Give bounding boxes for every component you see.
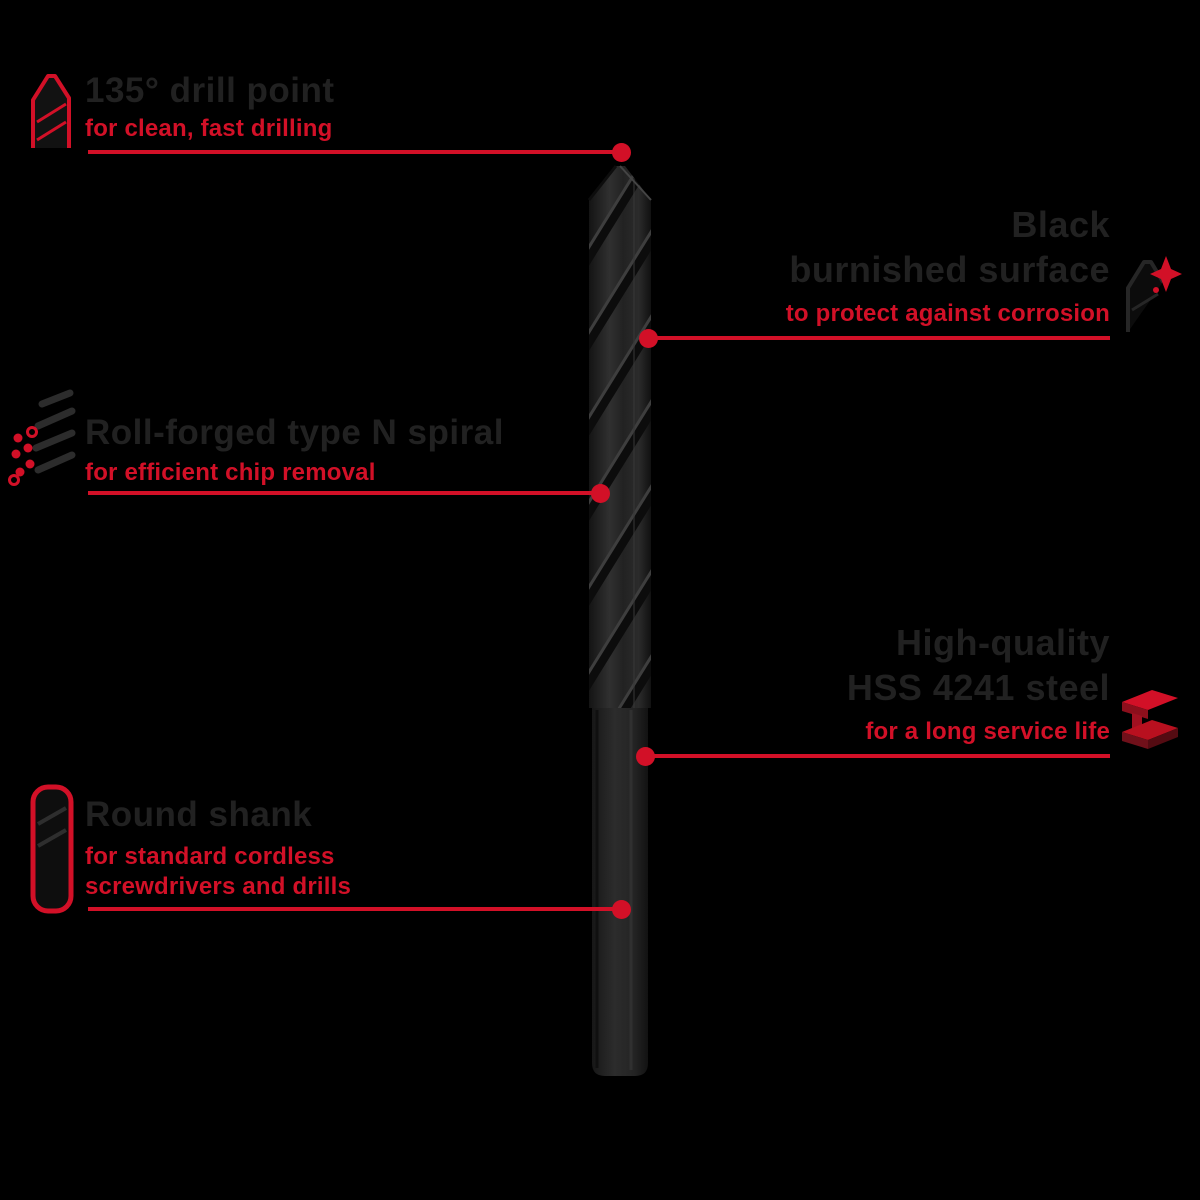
callout-subtitle-shank-2: screwdrivers and drills [85,873,352,900]
burnished-surface-icon [1126,256,1182,332]
callout-title-burnished-2: burnished surface [789,249,1110,290]
callout-line-shank [88,907,621,911]
round-shank-icon [30,784,74,914]
drill-bit-image [587,165,652,1076]
callout-line-drill-point [88,150,621,154]
callout-title-shank: Round shank [85,795,313,834]
callout-line-burnished [648,336,1110,340]
callout-subtitle-shank-1: for standard cordless [85,843,335,870]
callout-dot-steel [636,747,655,766]
callout-title-drill-point: 135° drill point [85,71,335,110]
drill-shank [592,708,648,1076]
drill-point-icon [31,74,71,148]
callout-title-spiral: Roll-forged type N spiral [85,413,504,452]
callout-title-burnished-1: Black [1011,204,1110,245]
callout-line-spiral [88,491,600,495]
callout-line-steel [645,754,1110,758]
callout-dot-drill-point [612,143,631,162]
steel-beam-icon [1122,690,1178,749]
spiral-chips-icon [8,389,76,486]
callout-dot-burnished [639,329,658,348]
callout-dot-shank [612,900,631,919]
callout-subtitle-spiral: for efficient chip removal [85,459,376,486]
callout-subtitle-burnished: to protect against corrosion [785,300,1110,327]
callout-subtitle-steel: for a long service life [865,718,1110,745]
callout-title-steel-2: HSS 4241 steel [846,667,1110,708]
callout-subtitle-drill-point: for clean, fast drilling [85,115,333,142]
callout-title-steel-1: High-quality [896,622,1110,663]
callout-dot-spiral [591,484,610,503]
